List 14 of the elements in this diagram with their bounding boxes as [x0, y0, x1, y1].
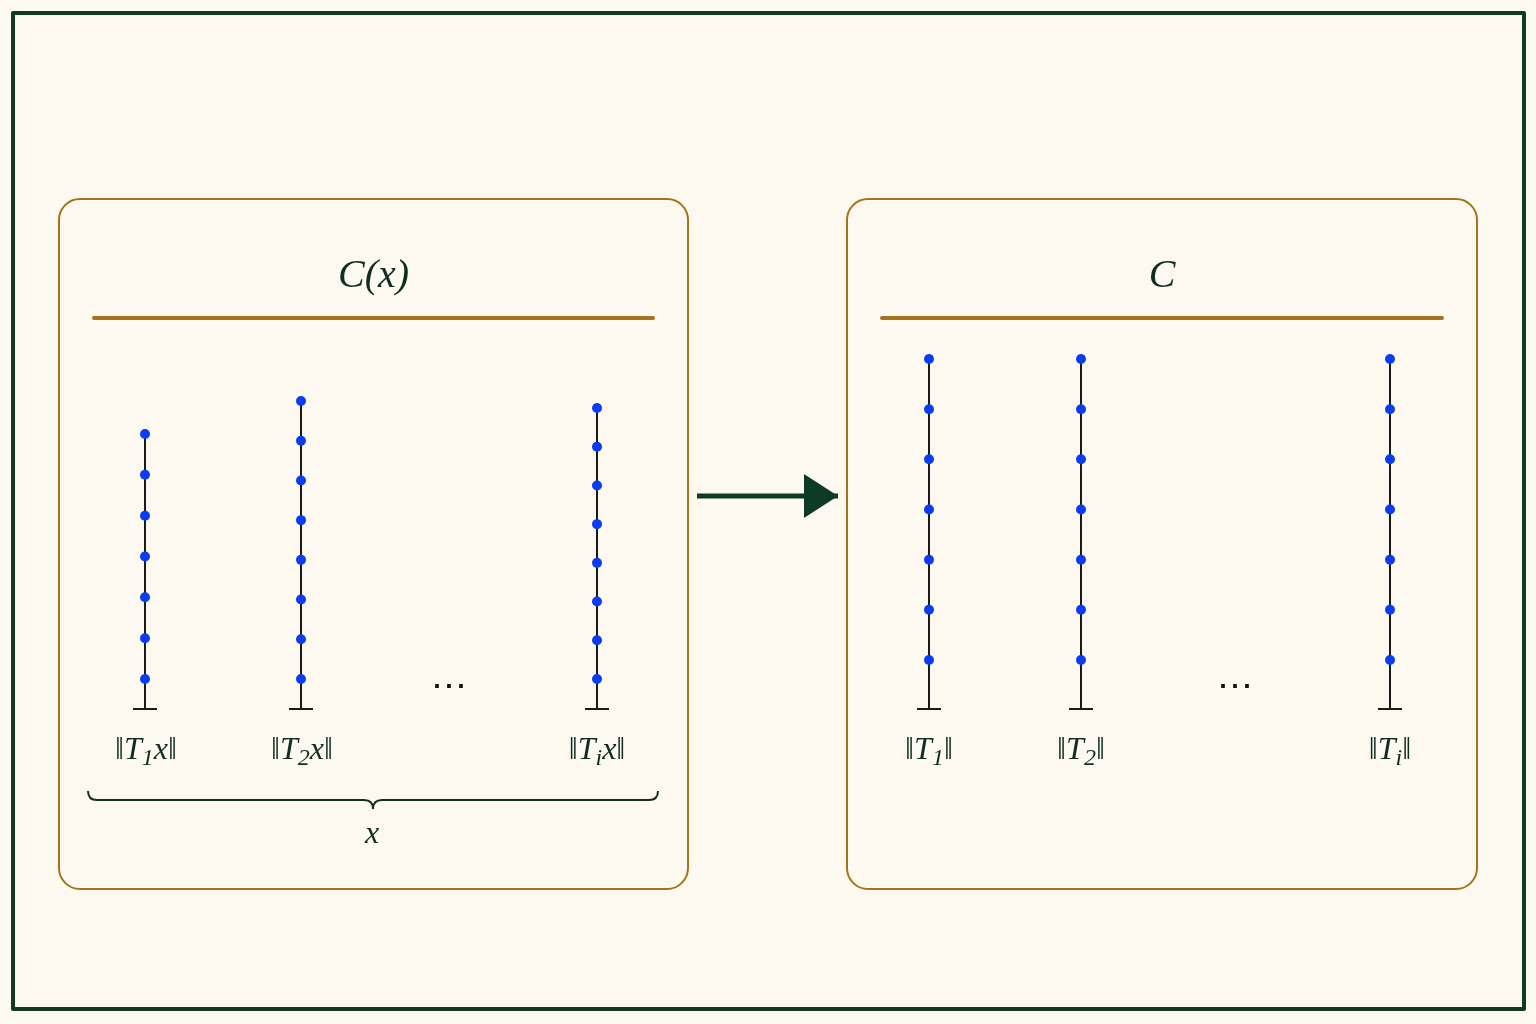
panel-title: C(x): [337, 250, 410, 298]
norm-label: ‖T$_{2}$‖: [1057, 732, 1105, 764]
norm-label: ‖T$_{1}$‖: [905, 732, 953, 764]
panel-title: C: [1148, 250, 1176, 298]
ellipsis-label: ⋯: [431, 668, 467, 704]
rounded-panel: [846, 198, 1478, 890]
norm-label: ‖T$_{2}$x‖: [271, 732, 333, 764]
norm-label: ‖T$_{1}$x‖: [115, 732, 177, 764]
norm-label: ‖T$_{i}$‖: [1368, 732, 1412, 764]
ellipsis-label: ⋯: [1217, 668, 1253, 704]
norm-label: ‖T$_{i}$x‖: [568, 732, 626, 764]
arrow: [697, 474, 838, 518]
rounded-panel: [58, 198, 689, 890]
brace-label: x: [364, 816, 380, 848]
